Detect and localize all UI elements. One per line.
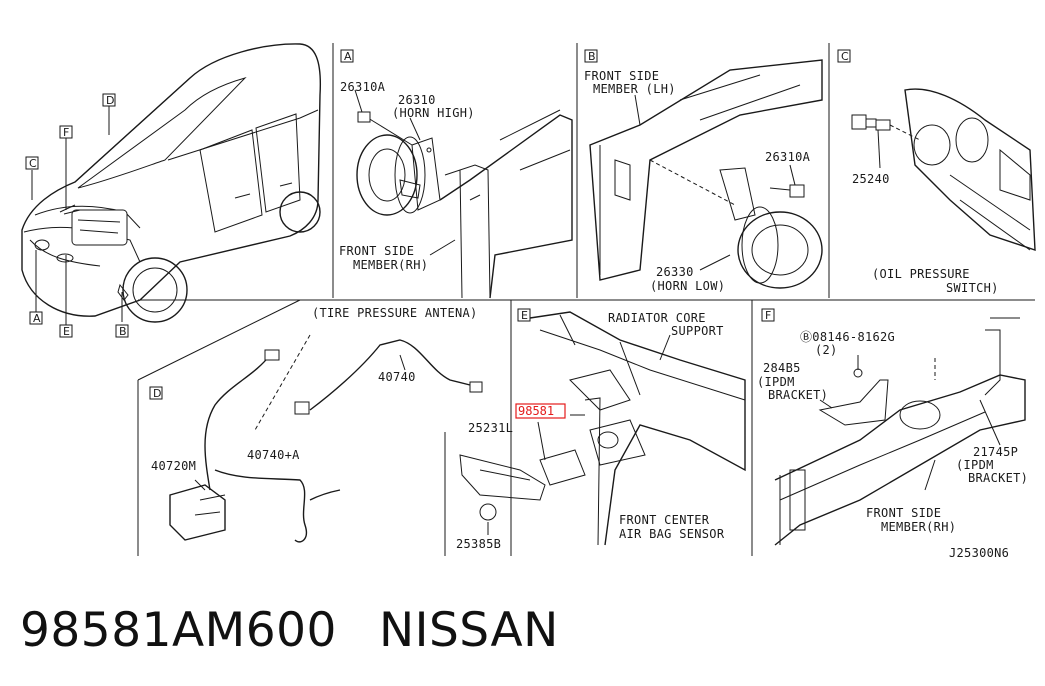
label-98581[interactable]: 98581 xyxy=(518,404,554,418)
callout-box-c[interactable]: C xyxy=(25,156,39,170)
label-284b5: 284B5 xyxy=(763,361,801,375)
label-bolt-08146-8162g: Ⓑ08146-8162G xyxy=(800,330,895,344)
panel-letter: B xyxy=(588,50,596,63)
panel-letter-box xyxy=(517,308,531,322)
highlight-98581[interactable] xyxy=(515,403,566,419)
label-ipdm-2: (IPDM xyxy=(956,458,994,472)
part-caption: 98581AM600 NISSAN xyxy=(20,595,559,665)
label-qty-2: (2) xyxy=(815,343,838,357)
panel-letter-box xyxy=(584,49,598,63)
label-25231l: 25231L xyxy=(468,421,513,435)
callout-box-d[interactable]: D xyxy=(102,93,116,107)
panel-letter: D xyxy=(153,387,161,400)
panel-a: A 26310A 26310 (HORN HIGH) FRONT SIDE ME… xyxy=(339,49,573,299)
callout-box-e[interactable]: E xyxy=(59,324,73,338)
label-member-rh: MEMBER(RH) xyxy=(881,520,956,534)
label-40740: 40740 xyxy=(378,370,416,384)
car-callouts: D F C A E B xyxy=(25,93,129,338)
label-member-lh: MEMBER (LH) xyxy=(593,82,676,96)
callout-box-f[interactable]: F xyxy=(59,125,73,139)
label-21745p: 21745P xyxy=(973,445,1018,459)
label-26310a: 26310A xyxy=(765,150,811,164)
panel-letter-box xyxy=(340,49,354,63)
callout-letter: E xyxy=(63,325,70,338)
callout-letter: B xyxy=(119,325,127,338)
label-support: SUPPORT xyxy=(671,324,724,338)
panel-letter-box xyxy=(837,49,851,63)
label-front-side: FRONT SIDE xyxy=(339,244,414,258)
panel-c: C 25240 (OIL PRESSURE SWITCH) xyxy=(837,49,1036,295)
label-switch: SWITCH) xyxy=(946,281,999,295)
label-26330: 26330 xyxy=(656,265,694,279)
panel-d: D (TIRE PRESSURE ANTENA) 40740 40720M 40… xyxy=(149,306,483,543)
label-oil-pressure: (OIL PRESSURE xyxy=(872,267,970,281)
brand-name: NISSAN xyxy=(378,602,559,658)
label-front-side: FRONT SIDE xyxy=(866,506,941,520)
label-26310: 26310 xyxy=(398,93,436,107)
label-ipdm-1: (IPDM xyxy=(757,375,795,389)
label-front-center: FRONT CENTER xyxy=(619,513,710,527)
diagram-code: J25300N6 xyxy=(949,546,1009,560)
panel-letter: C xyxy=(841,50,849,63)
label-bracket-2: BRACKET) xyxy=(968,471,1028,485)
label-front-side: FRONT SIDE xyxy=(584,69,659,83)
panel-f: F Ⓑ08146-8162G (2) 284B5 (IPDM BRACKET) … xyxy=(757,308,1028,546)
panel-frame-lines xyxy=(137,43,1035,556)
label-40740-a: 40740+A xyxy=(247,448,300,462)
label-tire-pressure-antena: (TIRE PRESSURE ANTENA) xyxy=(312,306,478,320)
panel-e: E 98581 RADIATOR CORE SUPPORT 25231L 253… xyxy=(456,308,746,551)
label-26310a: 26310A xyxy=(340,80,386,94)
label-horn-high: (HORN HIGH) xyxy=(392,106,475,120)
panel-letter-box xyxy=(761,308,775,322)
part-number: 98581AM600 xyxy=(20,602,337,658)
panel-letter: E xyxy=(521,309,528,322)
panel-letter: A xyxy=(344,50,352,63)
panel-letter: F xyxy=(765,309,771,322)
parts-diagram: D F C A E B A 26310A 26310 (HORN HIGH) F… xyxy=(21,43,1036,560)
panel-b: B FRONT SIDE MEMBER (LH) 26310A 26330 (H… xyxy=(584,49,823,293)
callout-letter: F xyxy=(63,126,69,139)
panel-letter-box xyxy=(149,386,163,400)
callout-box-b[interactable]: B xyxy=(115,324,129,338)
callout-letter: C xyxy=(29,157,37,170)
label-radiator-core: RADIATOR CORE xyxy=(608,311,706,325)
label-bracket-1: BRACKET) xyxy=(768,388,828,402)
label-horn-low: (HORN LOW) xyxy=(650,279,725,293)
callout-letter: D xyxy=(106,94,114,107)
label-40720m: 40720M xyxy=(151,459,196,473)
callout-letter: A xyxy=(33,312,41,325)
label-25385b: 25385B xyxy=(456,537,501,551)
label-25240: 25240 xyxy=(852,172,890,186)
car-overview-drawing xyxy=(21,43,322,323)
label-air-bag-sensor: AIR BAG SENSOR xyxy=(619,527,725,541)
callout-box-a[interactable]: A xyxy=(29,311,43,325)
label-member-rh: MEMBER(RH) xyxy=(353,258,428,272)
